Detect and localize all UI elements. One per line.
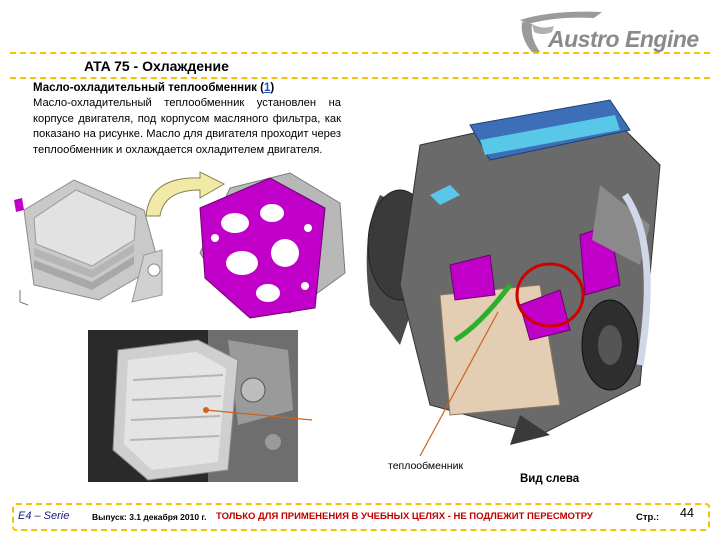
footer-page-label: Стр.: [636,512,660,523]
gasket-illustration [199,172,346,319]
footer-bar [12,503,710,531]
installed-exchanger-photo [88,330,298,482]
footer-series: E4 – Serie [18,510,70,522]
body-heading: Масло-охладительный теплообменник (1) [33,82,274,94]
logo-text: Austro Engine [548,26,699,52]
page-number: 44 [680,506,694,520]
austro-engine-logo [520,11,602,52]
body-heading-prefix: Масло-охладительный теплообменник ( [33,82,264,94]
transition-arrow [145,171,226,217]
footer-issue-date: Выпуск: 3.1 декабря 2010 г. [92,512,207,522]
exchanger-label: теплообменник [388,460,464,472]
section-title: ATA 75 - Охлаждение [84,58,229,74]
oil-cooler-illustration [14,179,163,306]
footer-training-note: ТОЛЬКО ДЛЯ ПРИМЕНЕНИЯ В УЧЕБНЫХ ЦЕЛЯХ - … [216,511,593,522]
body-heading-suffix: ) [270,82,275,94]
reference-link[interactable]: 1 [263,82,271,94]
header-rule-top [10,52,710,54]
header-rule-bottom [10,77,710,79]
body-paragraph: Масло-охладительный теплообменник устано… [33,97,341,156]
engine-illustration [366,99,661,445]
view-label: Вид слева [520,473,580,485]
